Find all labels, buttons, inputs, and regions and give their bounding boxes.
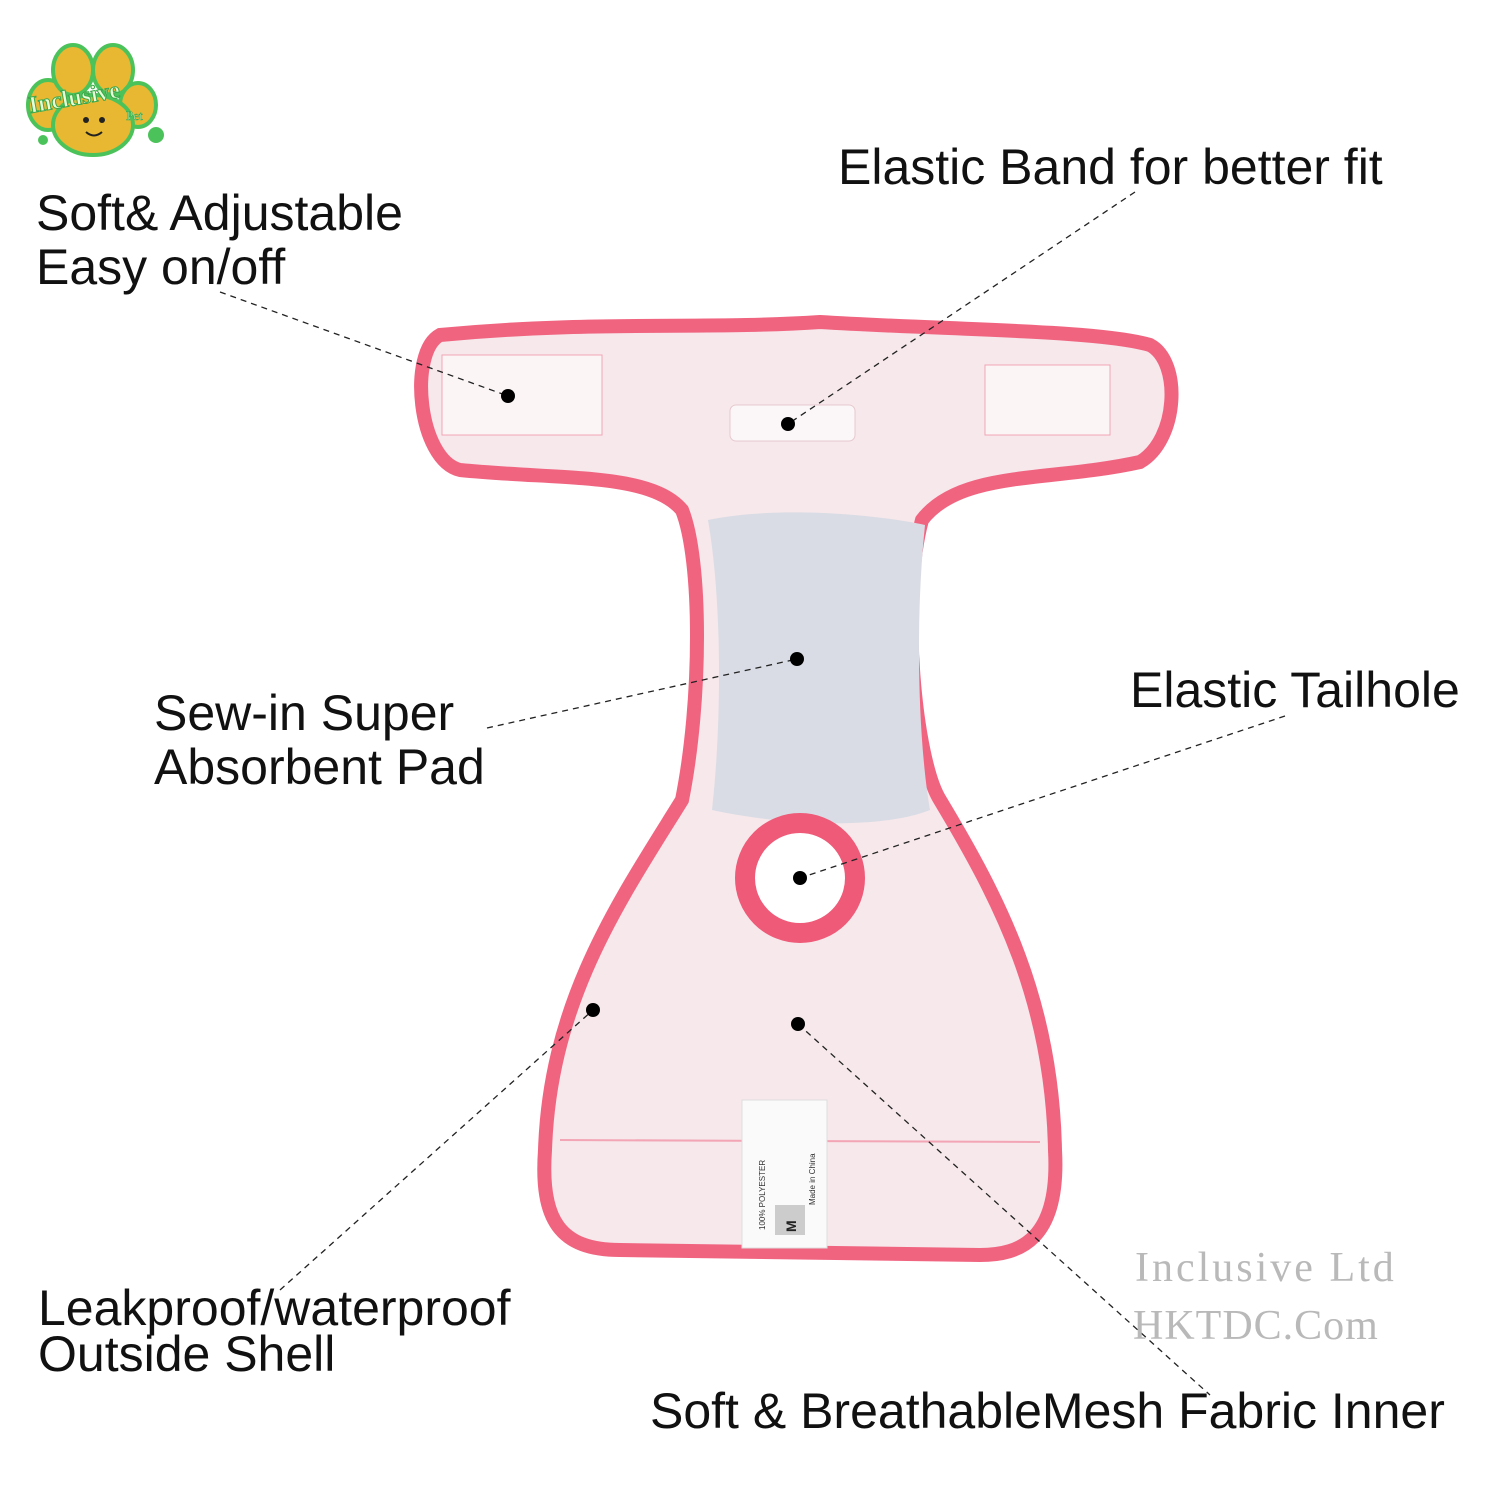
dot-shell — [586, 1003, 600, 1017]
leader-line-mesh — [797, 1023, 1211, 1396]
leader-line-pad — [486, 658, 798, 729]
tag-size-text: M — [783, 1220, 799, 1232]
dot-pad — [790, 652, 804, 666]
callout-dots — [501, 389, 807, 1031]
leader-line-elastic-band — [787, 191, 1136, 425]
callout-elastic-band: Elastic Band for better fit — [838, 139, 1383, 195]
tag-material-text: 100% POLYESTER — [758, 1160, 767, 1230]
dot-elastic-band — [781, 417, 795, 431]
leader-line-tailhole — [799, 715, 1286, 879]
callout-shell-line1: Leakproof/waterproof — [38, 1280, 511, 1336]
callout-shell-line2: Outside Shell — [38, 1326, 336, 1382]
dot-adjustable — [501, 389, 515, 403]
brand-logo: Inclusive Pet — [26, 43, 164, 157]
tag-origin-text: Made in China — [808, 1153, 817, 1205]
dot-mesh — [791, 1017, 805, 1031]
callout-pad-line2: Absorbent Pad — [154, 739, 485, 795]
watermark-line2: HKTDC.Com — [1133, 1303, 1379, 1349]
left-wing-patch — [441, 354, 603, 436]
care-tag: 100% POLYESTER Made in China M — [741, 1099, 828, 1249]
callout-adjustable-line2: Easy on/off — [36, 239, 286, 295]
callout-adjustable-line1: Soft& Adjustable — [36, 185, 403, 241]
dot-tailhole — [793, 871, 807, 885]
watermark-line1: Inclusive Ltd — [1135, 1245, 1397, 1291]
callout-shell: Leakproof/waterproof Outside Shell — [38, 1280, 511, 1382]
svg-text:Pet: Pet — [126, 108, 143, 123]
leader-lines — [219, 191, 1286, 1396]
callout-pad-line1: Sew-in Super — [154, 685, 455, 741]
absorbent-pad — [708, 512, 930, 824]
right-wing-patch — [984, 364, 1111, 436]
leader-line-adjustable — [219, 291, 509, 397]
leader-line-shell — [279, 1009, 594, 1291]
callout-adjustable: Soft& Adjustable Easy on/off — [36, 186, 403, 294]
callout-pad: Sew-in Super Absorbent Pad — [154, 686, 485, 794]
callout-mesh: Soft & BreathableMesh Fabric Inner — [650, 1383, 1445, 1439]
callout-tailhole: Elastic Tailhole — [1130, 662, 1460, 718]
